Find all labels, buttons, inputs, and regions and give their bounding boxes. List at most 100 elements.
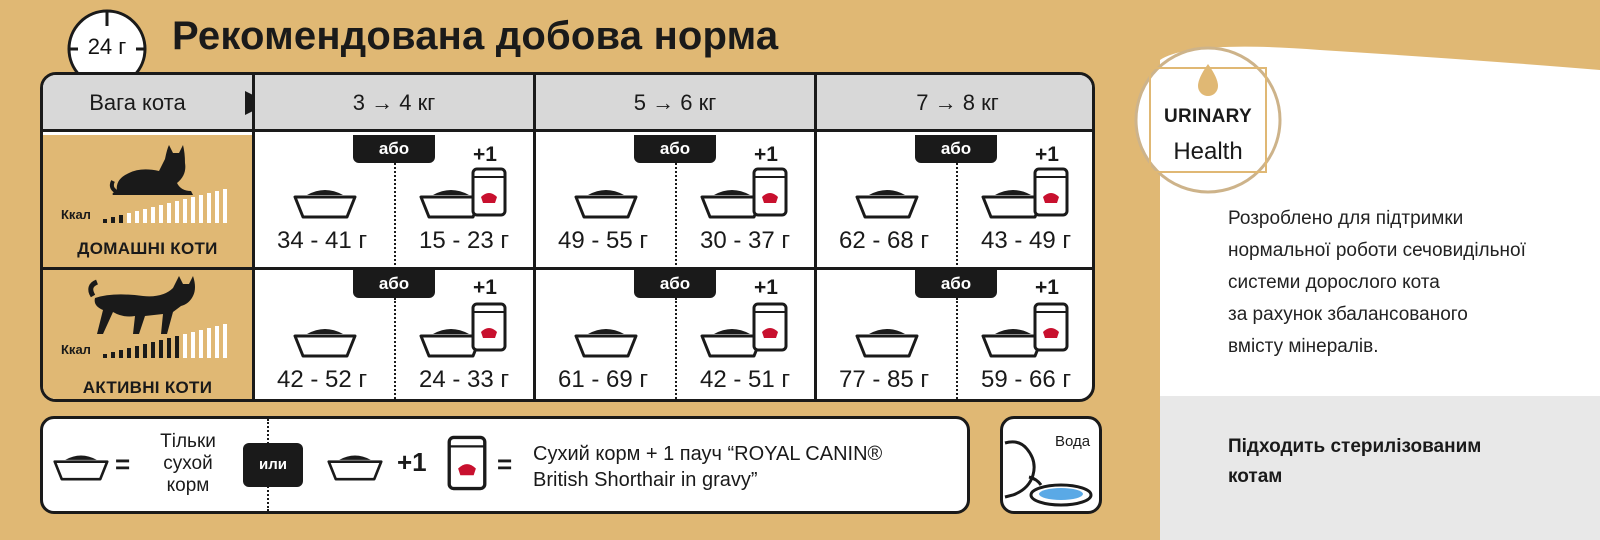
lying-cat-icon <box>109 145 193 195</box>
plus-one: +1 <box>1035 276 1059 299</box>
mixed-amount: 42 - 51 г <box>700 366 791 393</box>
legend-line: Тільки <box>160 431 216 452</box>
walking-cat-icon <box>88 276 195 334</box>
legend-line: корм <box>166 475 210 496</box>
grid-line <box>533 75 536 399</box>
dotted-divider <box>675 163 677 265</box>
bowl-icon <box>981 329 1045 358</box>
feed-cell: або 77 - 85 г +1 59 - 66 г <box>817 270 1092 399</box>
dry-amount: 77 - 85 г <box>839 366 930 393</box>
legend-line: Сухий корм + 1 пауч “ROYAL CANIN® <box>533 443 883 465</box>
pouch-icon <box>471 302 507 352</box>
column-label: 7 → 8 кг <box>916 90 999 115</box>
bowl-icon <box>700 329 764 358</box>
mixed-amount: 43 - 49 г <box>981 227 1072 254</box>
dry-only-label: Тільки сухой корм <box>143 431 233 497</box>
sterilized-note-line: котам <box>1228 466 1283 487</box>
or-badge: або <box>634 135 716 163</box>
badge-title: URINARY <box>1164 106 1252 127</box>
plus-one: +1 <box>754 143 778 166</box>
dotted-divider <box>394 298 396 399</box>
mixed-amount: 59 - 66 г <box>981 366 1072 393</box>
legend-box: = Тільки сухой корм или +1 = Сухий корм … <box>40 416 970 514</box>
bowl-icon <box>419 190 483 219</box>
clock-icon <box>67 9 147 89</box>
dry-amount: 34 - 41 г <box>277 227 368 254</box>
feed-cell: або 34 - 41 г +1 15 - 23 г <box>255 135 533 270</box>
water-label: Вода <box>1055 433 1091 450</box>
category-label: АКТИВНІ КОТИ <box>82 378 213 397</box>
plus-one: +1 <box>473 143 497 166</box>
mixed-feeding-label: Сухий корм + 1 пауч “ROYAL CANIN® Britis… <box>533 441 882 493</box>
category-cell-home: Ккал ДОМАШНІ КОТИ <box>43 135 252 267</box>
bowl-icon <box>419 329 483 358</box>
bowl-icon <box>855 329 919 358</box>
badge-subtitle: Health <box>1173 138 1243 165</box>
category-cell-active: Ккал АКТИВНІ КОТИ <box>43 270 252 399</box>
mixed-amount: 30 - 37 г <box>700 227 791 254</box>
pouch-icon <box>471 167 507 217</box>
bowl-icon <box>293 190 357 219</box>
column-header-2: 5 → 6 кг <box>536 75 814 132</box>
kcal-scale-low <box>103 189 227 223</box>
dry-amount: 61 - 69 г <box>558 366 649 393</box>
mixed-amount: 24 - 33 г <box>419 366 510 393</box>
mixed-amount: 15 - 23 г <box>419 227 510 254</box>
plus-one: +1 <box>1035 143 1059 166</box>
bowl-icon <box>293 329 357 358</box>
water-bowl-icon <box>1004 440 1093 507</box>
pouch-icon <box>1033 167 1069 217</box>
feeding-table: Вага кота 3 → 4 кг 5 → 6 кг 7 → 8 кг Кка… <box>40 72 1095 402</box>
dry-amount: 62 - 68 г <box>839 227 930 254</box>
pouch-icon <box>752 302 788 352</box>
dotted-divider <box>956 298 958 399</box>
kcal-label: Ккал <box>61 342 91 357</box>
equals-sign: = <box>497 449 513 479</box>
description-line: системи дорослого кота <box>1228 272 1440 293</box>
info-panel-background <box>1160 46 1600 540</box>
pouch-icon <box>447 435 487 491</box>
bowl-icon <box>981 190 1045 219</box>
or-badge: або <box>353 135 435 163</box>
dotted-divider <box>675 298 677 399</box>
bowl-icon <box>574 329 638 358</box>
dry-amount: 42 - 52 г <box>277 366 368 393</box>
urinary-health-badge <box>1134 46 1282 194</box>
column-header-1: 3 → 4 кг <box>255 75 533 132</box>
legend-line: British Shorthair in gravy” <box>533 469 758 491</box>
description-line: за рахунок збалансованого <box>1228 304 1468 325</box>
kcal-label: Ккал <box>61 207 91 222</box>
feed-cell: або 42 - 52 г +1 24 - 33 г <box>255 270 533 399</box>
or-badge: або <box>634 270 716 298</box>
bowl-icon <box>327 455 383 481</box>
plus-one: +1 <box>473 276 497 299</box>
column-label: 5 → 6 кг <box>633 90 717 115</box>
feed-cell: або 49 - 55 г +1 30 - 37 г <box>536 135 814 270</box>
weight-header-cell: Вага кота <box>43 75 269 132</box>
description-line: вмісту мінералів. <box>1228 336 1379 357</box>
pouch-icon <box>1033 302 1069 352</box>
bowl-icon <box>700 190 764 219</box>
legend-line: сухой <box>163 453 213 474</box>
page-title: Рекомендована добова норма <box>172 14 779 58</box>
kcal-scale-high <box>103 324 227 358</box>
plus-one: +1 <box>754 276 778 299</box>
category-label: ДОМАШНІ КОТИ <box>77 239 218 258</box>
sterilized-note-line: Підходить стерилізованим <box>1228 436 1482 457</box>
bowl-icon <box>53 455 109 481</box>
bowl-icon <box>574 190 638 219</box>
grid-line <box>814 75 817 399</box>
column-header-3: 7 → 8 кг <box>817 75 1092 132</box>
dotted-divider <box>394 163 396 265</box>
water-box: Вода <box>1000 416 1102 514</box>
column-label: 3 → 4 кг <box>352 90 436 115</box>
or-badge: або <box>915 135 997 163</box>
clock-label: 24 г <box>87 34 127 59</box>
dry-amount: 49 - 55 г <box>558 227 649 254</box>
dotted-divider <box>956 163 958 265</box>
grid-line <box>43 267 1092 270</box>
feed-cell: або 62 - 68 г +1 43 - 49 г <box>817 135 1092 270</box>
grid-line <box>252 75 255 399</box>
feed-cell: або 61 - 69 г +1 42 - 51 г <box>536 270 814 399</box>
equals-sign: = <box>115 449 131 479</box>
